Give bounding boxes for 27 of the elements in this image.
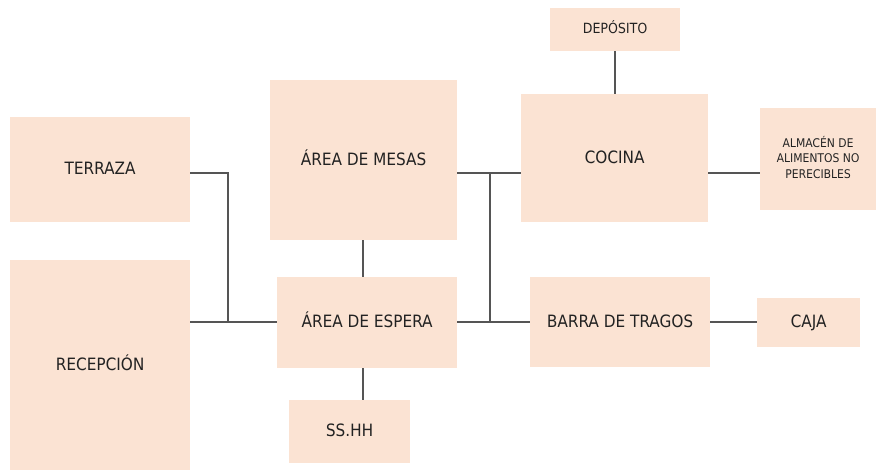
connector-line [457,321,530,323]
room-label: BARRA DE TRAGOS [546,310,694,334]
room-box [550,8,680,51]
connector-line [362,368,364,400]
connector-line [614,51,616,94]
room-box [10,260,190,470]
room-label: COCINA [584,146,644,170]
connector-line [710,321,757,323]
room-box [530,277,710,367]
room-label: DEPÓSITO [582,20,648,39]
room-box [760,108,876,210]
room-label: RECEPCIÓN [56,354,144,376]
room-box [270,80,457,240]
room-box [521,94,708,222]
room-box [757,298,860,347]
room-label: SS.HH [326,420,374,443]
room-box [289,400,410,463]
room-box [10,117,190,222]
room-label: ALMACÉN DE ALIMENTOS NO PERECIBLES [776,136,860,182]
connector-line [708,172,760,174]
connector-line [362,240,364,277]
room-label: TERRAZA [64,158,136,181]
connector-line [190,321,277,323]
room-box [277,277,457,368]
room-label: CAJA [790,311,826,334]
room-label: ÁREA DE MESAS [300,148,426,172]
room-label: ÁREA DE ESPERA [301,311,432,334]
